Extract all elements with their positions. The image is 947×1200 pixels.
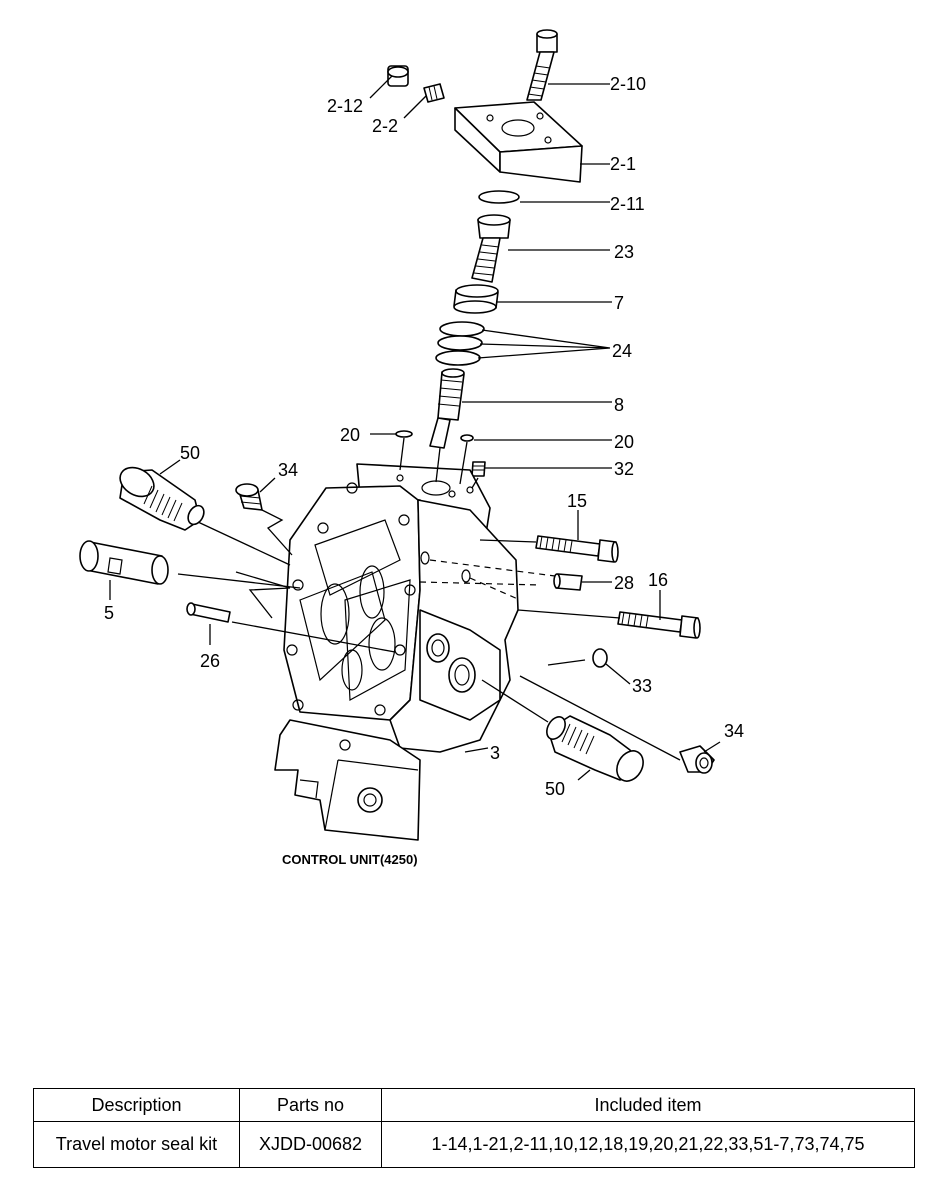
table-header-row: Description Parts no Included item xyxy=(33,1088,915,1122)
cell-included-item: 1-14,1-21,2-11,10,12,18,19,20,21,22,33,5… xyxy=(381,1121,915,1168)
callout-20-right: 20 xyxy=(614,432,634,452)
callout-32: 32 xyxy=(614,459,634,479)
diagram-caption: CONTROL UNIT(4250) xyxy=(282,852,418,867)
table-row: Travel motor seal kit XJDD-00682 1-14,1-… xyxy=(33,1121,915,1168)
header-parts-no: Parts no xyxy=(239,1088,382,1122)
setscrew-2-2 xyxy=(423,83,445,103)
callout-33: 33 xyxy=(632,676,652,696)
relief-valve-50-left xyxy=(119,466,205,531)
ball-20-left xyxy=(395,430,413,438)
control-unit-exploded-diagram: 2-10 2-12 2-2 2-1 2-11 23 7 24 8 20 20 3… xyxy=(79,29,744,867)
callout-23: 23 xyxy=(614,242,634,262)
callout-50-right: 50 xyxy=(545,779,565,799)
callout-24: 24 xyxy=(612,341,632,361)
header-description: Description xyxy=(33,1088,240,1122)
callout-34-lower: 34 xyxy=(724,721,744,741)
sleeve-7 xyxy=(453,284,499,314)
ball-20-right xyxy=(460,434,474,442)
spool-8 xyxy=(429,368,465,449)
relief-valve-50-right xyxy=(546,715,644,782)
callout-7: 7 xyxy=(614,293,624,313)
callout-34-upper: 34 xyxy=(278,460,298,480)
housing-3 xyxy=(274,463,519,841)
bolt-15 xyxy=(535,535,619,563)
cell-description: Travel motor seal kit xyxy=(33,1121,240,1168)
bolt-16 xyxy=(617,611,701,639)
setscrew-32 xyxy=(471,461,486,477)
callout-labels: 2-10 2-12 2-2 2-1 2-11 23 7 24 8 20 20 3… xyxy=(104,74,744,867)
callout-2-1: 2-1 xyxy=(610,154,636,174)
plug-23 xyxy=(471,214,511,283)
callout-2-10: 2-10 xyxy=(610,74,646,94)
callout-28: 28 xyxy=(614,573,634,593)
callout-26: 26 xyxy=(200,651,220,671)
cell-parts-no: XJDD-00682 xyxy=(239,1121,382,1168)
seal-kit-table: Description Parts no Included item Trave… xyxy=(33,1088,915,1168)
sleeve-5 xyxy=(79,540,169,585)
header-included-item: Included item xyxy=(381,1088,915,1122)
leader-lines xyxy=(109,75,721,781)
cover-block-2-1 xyxy=(454,101,583,183)
callout-2-2: 2-2 xyxy=(372,116,398,136)
o-ring-33 xyxy=(592,648,608,668)
plug-34-upper xyxy=(235,483,263,511)
callout-8: 8 xyxy=(614,395,624,415)
pin-26 xyxy=(186,602,231,623)
plug-2-12 xyxy=(387,65,409,87)
callout-5: 5 xyxy=(104,603,114,623)
o-ring-2-11 xyxy=(478,190,520,204)
pin-28 xyxy=(553,573,583,591)
o-rings-24 xyxy=(435,321,485,366)
callout-16: 16 xyxy=(648,570,668,590)
callout-2-11: 2-11 xyxy=(610,194,645,214)
callout-3: 3 xyxy=(490,743,500,763)
plug-34-lower xyxy=(679,745,715,774)
cap-screw-2-10 xyxy=(526,29,558,101)
callout-50-left: 50 xyxy=(180,443,200,463)
callout-2-12: 2-12 xyxy=(327,96,363,116)
callout-15: 15 xyxy=(567,491,587,511)
callout-20-left: 20 xyxy=(340,425,360,445)
